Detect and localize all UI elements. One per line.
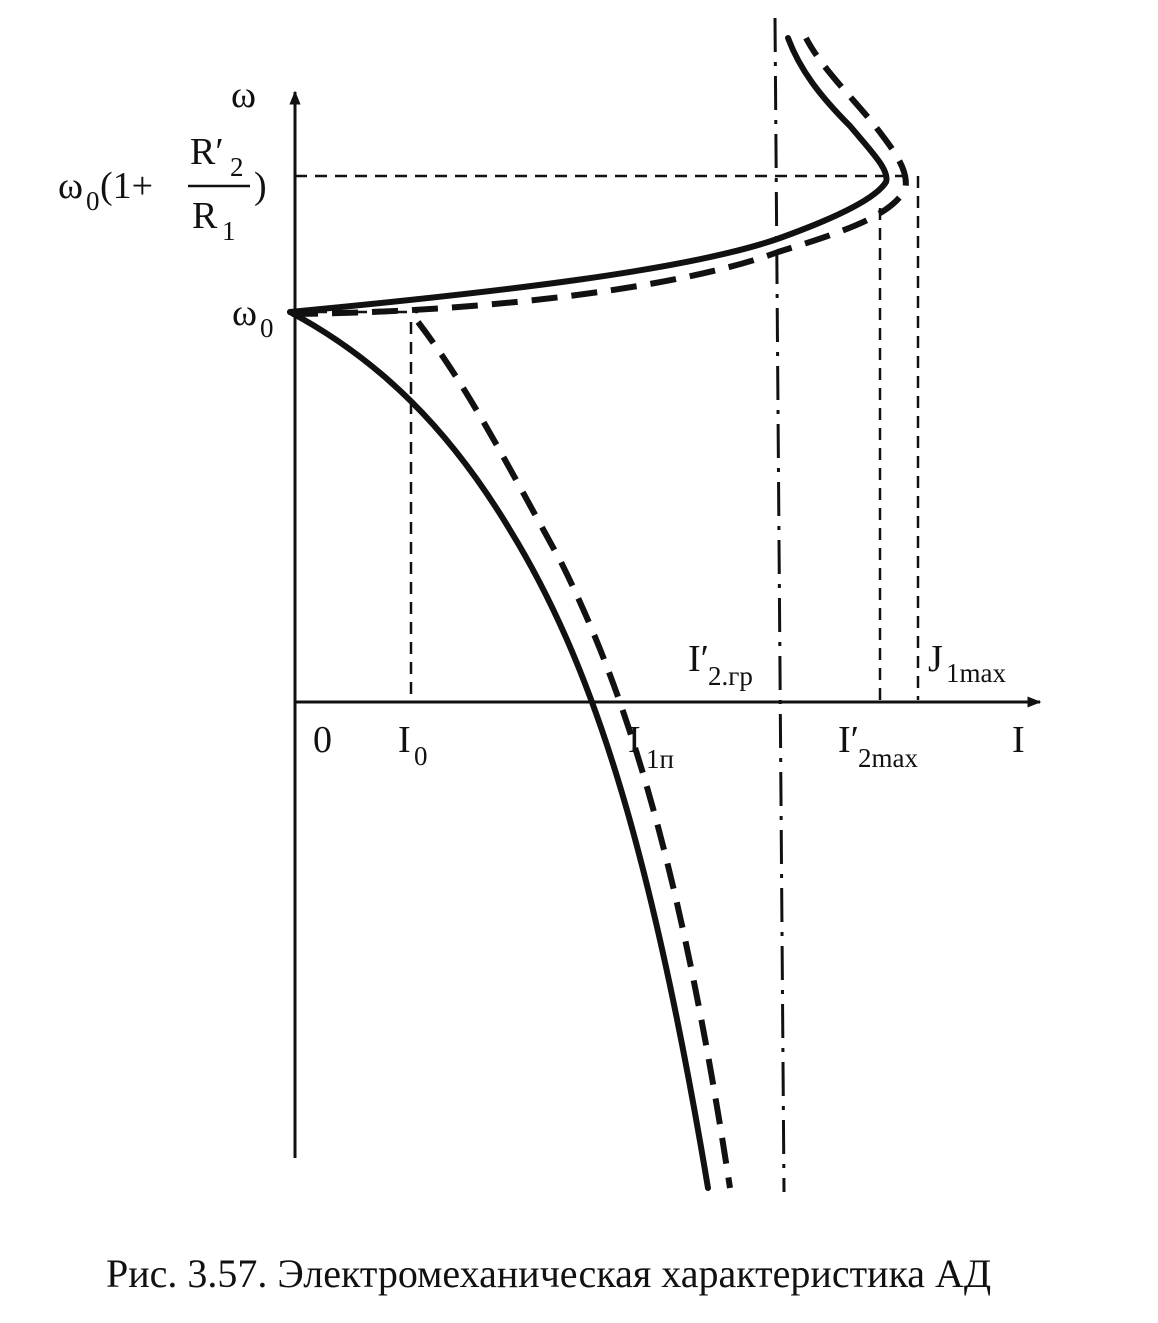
dashed-curve-lower [415, 320, 733, 1189]
svg-text:I′: I′ [688, 638, 709, 680]
omega0-label: ω 0 [232, 292, 274, 343]
i2gr-asymptote [773, 17, 786, 1193]
j1max-label: J 1max [928, 638, 1006, 688]
svg-text:J: J [928, 638, 943, 680]
svg-text:2max: 2max [858, 743, 918, 773]
svg-text:I: I [398, 719, 411, 761]
svg-text:R: R [192, 195, 218, 237]
svg-text:I′: I′ [838, 719, 859, 761]
svg-text:ω: ω [232, 292, 257, 334]
i0-label: I 0 [398, 719, 428, 771]
i2max-label: I′ 2max [838, 719, 918, 773]
svg-text:1: 1 [222, 216, 236, 246]
svg-text:2: 2 [230, 152, 244, 182]
origin-label: 0 [313, 719, 332, 761]
svg-text:R′: R′ [190, 131, 224, 173]
i2gr-label: I′ 2.гр [688, 638, 753, 691]
solid-curve-lower [287, 309, 711, 1191]
svg-text:(1+: (1+ [100, 165, 153, 207]
svg-text:): ) [254, 165, 267, 207]
i1n-label: I 1п [628, 719, 674, 774]
svg-text:0: 0 [260, 313, 274, 343]
svg-text:0: 0 [86, 186, 100, 216]
figure-caption: Рис. 3.57. Электромеханическая характери… [106, 1251, 991, 1296]
dashed-curve-upper [291, 36, 909, 317]
current-axis-label: I [1012, 719, 1025, 761]
svg-text:ω: ω [58, 165, 83, 207]
omega-max-label: ω 0 (1+ R′ 2 R 1 ) [58, 131, 267, 246]
svg-text:2.гр: 2.гр [708, 661, 753, 691]
svg-text:1max: 1max [946, 658, 1006, 688]
omega-axis-label: ω [231, 74, 256, 116]
svg-text:1п: 1п [646, 744, 674, 774]
svg-text:I: I [628, 719, 641, 761]
solid-curve-upper [287, 35, 890, 315]
svg-text:0: 0 [414, 741, 428, 771]
